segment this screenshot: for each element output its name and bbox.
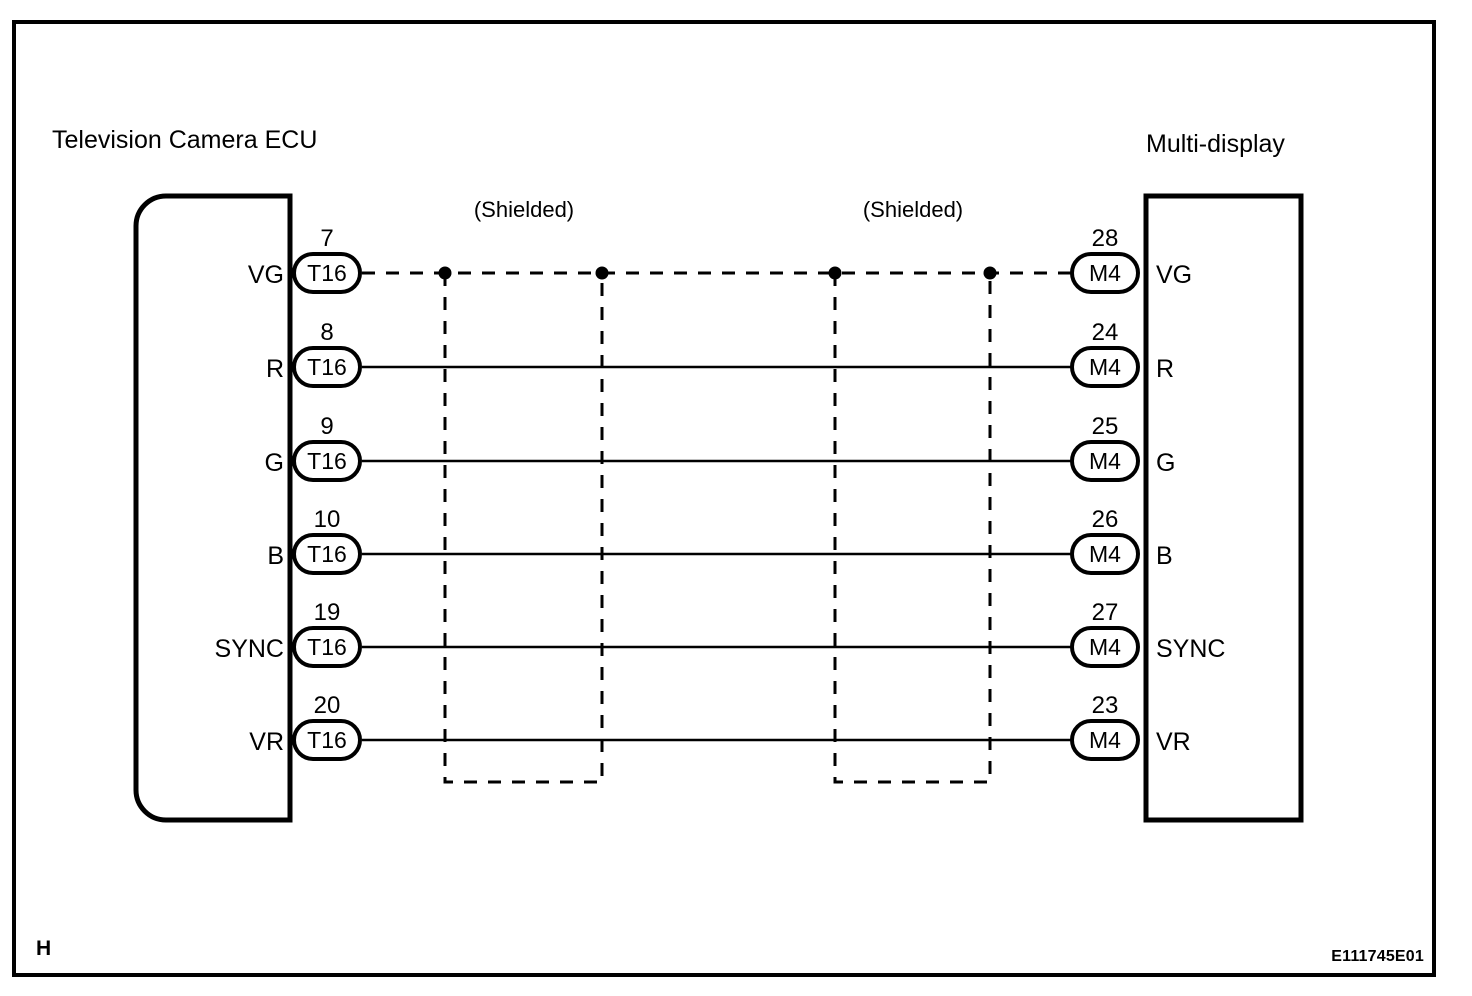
junction-dot (438, 266, 452, 280)
page-marker: H (36, 937, 51, 960)
pin-number-left-vg: 7 (320, 225, 333, 252)
connector-m4-pin-23[interactable]: M4 (1070, 719, 1140, 761)
signal-label-right-r: R (1156, 355, 1174, 383)
pin-number-right-vg: 28 (1092, 225, 1119, 252)
connector-label: T16 (307, 260, 347, 286)
connector-m4-pin-24[interactable]: M4 (1070, 346, 1140, 388)
connector-t16-pin-9[interactable]: T16 (292, 440, 362, 482)
junction-dot (983, 266, 997, 280)
signal-label-right-g: G (1156, 449, 1175, 477)
shield-label-left: (Shielded) (474, 197, 574, 222)
junction-dot (828, 266, 842, 280)
multi-display-box (1143, 193, 1304, 823)
connector-label: T16 (307, 634, 347, 660)
signal-label-left-sync: SYNC (215, 635, 284, 663)
signal-label-left-vr: VR (249, 728, 284, 756)
connector-label: T16 (307, 541, 347, 567)
shield-enclosure-left (443, 273, 604, 784)
pin-number-left-g: 9 (320, 413, 333, 440)
pin-number-left-b: 10 (314, 506, 341, 533)
shield-label-right: (Shielded) (863, 197, 963, 222)
connector-m4-pin-28[interactable]: M4 (1070, 252, 1140, 294)
left-unit-title: Television Camera ECU (52, 126, 317, 154)
signal-label-left-b: B (267, 542, 284, 570)
connector-label: M4 (1089, 634, 1121, 660)
pin-number-right-sync: 27 (1092, 599, 1119, 626)
connector-t16-pin-8[interactable]: T16 (292, 346, 362, 388)
television-camera-ecu-box (133, 193, 293, 823)
connector-label: M4 (1089, 260, 1121, 286)
signal-label-left-vg: VG (248, 261, 284, 289)
shield-enclosure-right (833, 273, 992, 784)
right-unit-title: Multi-display (1146, 130, 1285, 158)
figure-code: E111745E01 (1331, 948, 1424, 965)
pin-number-right-r: 24 (1092, 319, 1119, 346)
connector-label: M4 (1089, 727, 1121, 753)
connector-m4-pin-25[interactable]: M4 (1070, 440, 1140, 482)
signal-label-right-b: B (1156, 542, 1173, 570)
connector-label: M4 (1089, 448, 1121, 474)
connector-m4-pin-26[interactable]: M4 (1070, 533, 1140, 575)
pin-number-right-g: 25 (1092, 413, 1119, 440)
junction-dot (595, 266, 609, 280)
connector-label: T16 (307, 354, 347, 380)
pin-number-right-b: 26 (1092, 506, 1119, 533)
pin-number-left-r: 8 (320, 319, 333, 346)
pin-number-left-vr: 20 (314, 692, 341, 719)
connector-label: M4 (1089, 354, 1121, 380)
signal-label-left-g: G (265, 449, 284, 477)
connector-label: M4 (1089, 541, 1121, 567)
connector-t16-pin-10[interactable]: T16 (292, 533, 362, 575)
connector-label: T16 (307, 727, 347, 753)
connector-label: T16 (307, 448, 347, 474)
signal-label-right-vg: VG (1156, 261, 1192, 289)
signal-label-left-r: R (266, 355, 284, 383)
signal-label-right-vr: VR (1156, 728, 1191, 756)
connector-t16-pin-7[interactable]: T16 (292, 252, 362, 294)
connector-t16-pin-20[interactable]: T16 (292, 719, 362, 761)
connector-m4-pin-27[interactable]: M4 (1070, 626, 1140, 668)
connector-t16-pin-19[interactable]: T16 (292, 626, 362, 668)
page-border (12, 20, 1436, 977)
signal-label-right-sync: SYNC (1156, 635, 1225, 663)
pin-number-right-vr: 23 (1092, 692, 1119, 719)
pin-number-left-sync: 19 (314, 599, 341, 626)
